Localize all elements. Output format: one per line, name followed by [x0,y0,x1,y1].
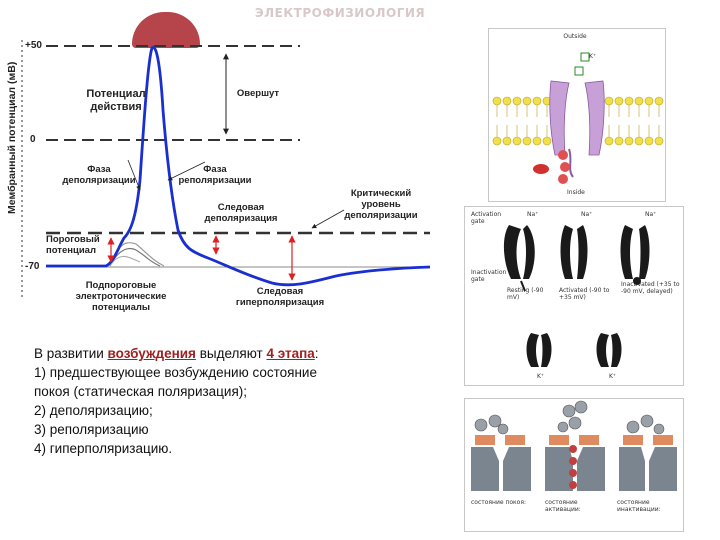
intro-line: В развитии возбуждения выделяют 4 этапа: [34,346,319,361]
channel-states-diagram [471,400,677,491]
label-trace-depolarization: Следовая деполяризация [204,202,278,224]
pointer-critical [311,209,345,229]
k-channel-diagram [492,52,664,184]
caption-inactivation-state: состояние инактивации: [617,499,661,513]
stages-text: В развитии возбуждения выделяют 4 этапа:… [34,344,410,458]
label-inactivation-gate: Inactivation gate [471,269,507,283]
label-inactivated: Inactivated (+35 to -90 mV, delayed) [621,281,680,295]
stage-1-line-a: 1) предшествующее возбуждению состояние [34,365,317,380]
label-outside: Outside [563,33,587,40]
label-na-1: Na⁺ [527,211,539,218]
label-repolarization-phase: Фаза реполяризации [178,164,252,186]
page-title: ЭЛЕКТРОФИЗИОЛОГИЯ [254,6,426,20]
action-potential-graph [21,40,431,300]
label-activation-gate: Activation gate [471,211,502,225]
action-potential-trace [46,46,431,287]
pointer-depolarization [127,159,141,191]
y-axis-label: Мембранный потенциал (мВ) [6,61,18,214]
label-critical-level: Критический уровень деполяризации [344,188,418,221]
label-action-potential: Потенциал действия [86,88,146,113]
stage-2: 2) деполяризацию; [34,403,153,418]
label-k-ion: K⁺ [589,53,597,60]
stage-4: 4) гиперполяризацию. [34,441,173,456]
label-overshoot: Овершут [236,88,280,99]
label-na-3: Na⁺ [645,211,657,218]
highlight-excitation: возбуждения [107,346,196,361]
pointer-repolarization [167,161,206,181]
label-na-2: Na⁺ [581,211,593,218]
label-k-1: K⁺ [537,373,545,380]
label-trace-hyperpolarization: Следовая гиперполяризация [235,286,325,308]
label-k-2: K⁺ [609,373,617,380]
label-threshold-potential: Пороговый потенциал [46,234,100,256]
channel-states-panel: состояние покоя: состояние активации: со… [464,398,684,532]
k-channel-panel: Outside Inside K⁺ [488,28,666,202]
gates-diagram [503,225,650,367]
subthreshold-curve-1 [109,247,161,267]
caption-activation-state: состояние активации: [545,499,581,513]
stage-1-line-b: покоя (статическая поляризация); [34,384,248,399]
tick-zero: 0 [30,134,36,145]
tick-minus70: -70 [25,261,40,272]
highlight-stages: 4 этапа [266,346,315,361]
label-activated: Activated (-90 to +35 mV) [559,287,610,301]
label-depolarization-phase: Фаза деполяризации [62,164,136,186]
tick-plus50: +50 [25,40,42,51]
gates-panel: Activation gate Na⁺ Na⁺ Na⁺ Inactivation… [464,206,684,386]
stage-3: 3) реполяризацию [34,422,149,437]
label-subthreshold: Подпороговые электротонические потенциал… [75,280,167,313]
caption-rest-state: состояние покоя: [471,499,526,506]
label-inside: Inside [567,189,585,196]
